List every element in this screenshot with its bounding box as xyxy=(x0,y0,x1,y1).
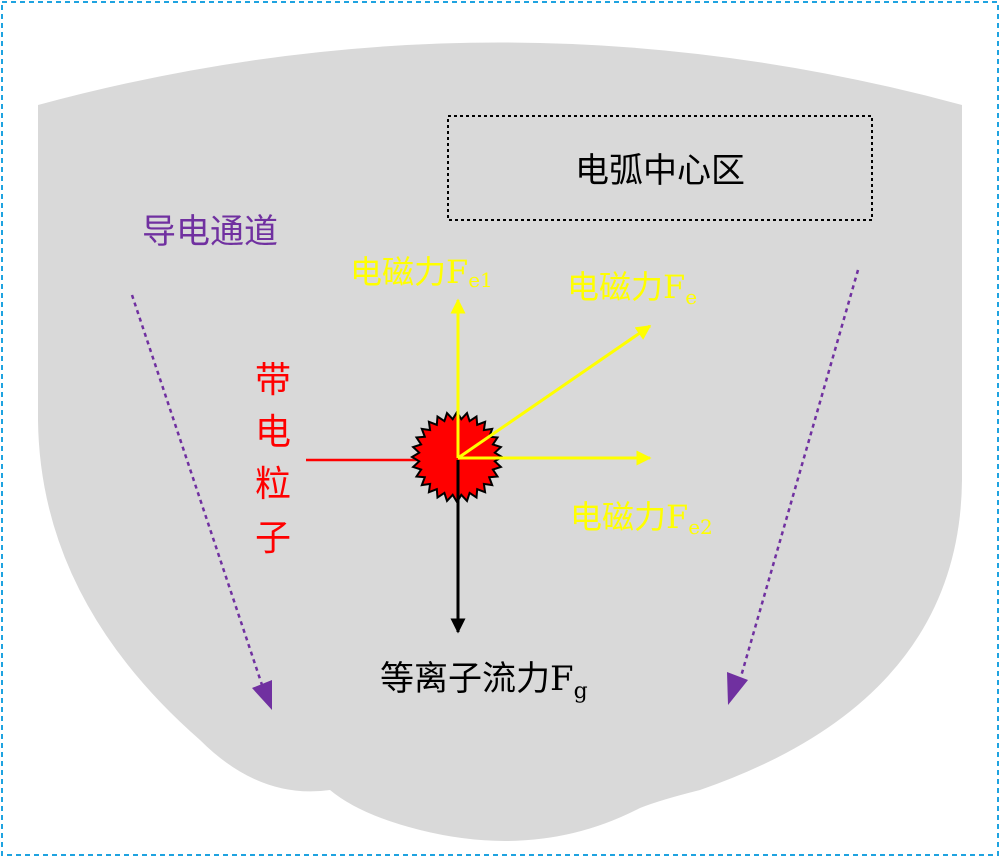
particle-label: 带 电 粒 子 xyxy=(255,360,291,559)
force-fe2-label: 电磁力Fe2 xyxy=(570,498,713,539)
force-fe-arrow xyxy=(457,324,652,460)
channel-arrow-right-head xyxy=(727,672,748,705)
particle-label-char-4: 子 xyxy=(255,518,291,559)
arc-center-region-label: 电弧中心区 xyxy=(575,151,745,191)
arc-center-region-box xyxy=(447,115,873,221)
force-fg-label: 等离子流力Fg xyxy=(380,659,588,704)
particle-label-char-1: 带 xyxy=(255,360,291,401)
particle-label-char-2: 电 xyxy=(255,412,291,453)
arc-body xyxy=(38,42,962,841)
force-fe1-label: 电磁力Fe1 xyxy=(350,253,493,292)
channel-arrow-left-head xyxy=(252,680,272,710)
force-fe-label: 电磁力Fe xyxy=(567,268,697,309)
particle-label-char-3: 粒 xyxy=(255,464,291,505)
channel-arrow-right-line xyxy=(738,269,860,681)
conductive-channel-label: 导电通道 xyxy=(142,212,278,252)
